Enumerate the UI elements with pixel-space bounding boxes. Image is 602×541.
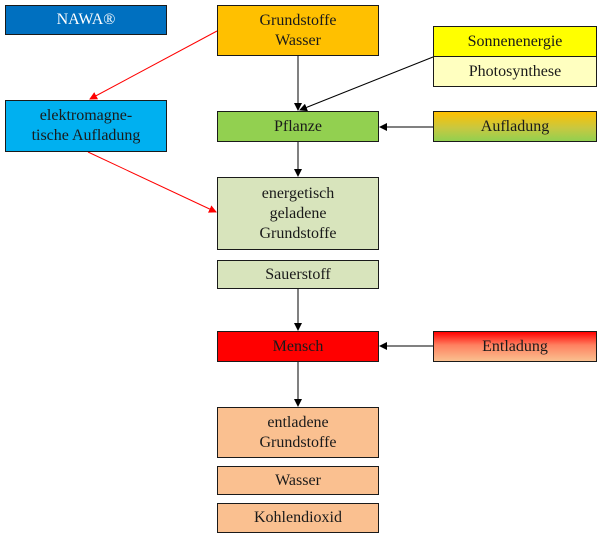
node-entladung: Entladung — [433, 331, 597, 362]
node-label: Sauerstoff — [265, 265, 331, 283]
node-label-line: energetisch — [261, 184, 335, 202]
node-wasser: Wasser — [217, 466, 379, 495]
node-entladene-grundstoffe: entladene Grundstoffe — [217, 407, 379, 458]
node-sonnenenergie: Sonnenenergie — [433, 26, 597, 57]
node-label: Wasser — [275, 471, 321, 489]
node-mensch: Mensch — [217, 331, 379, 362]
node-label-line: Grundstoffe — [259, 224, 337, 242]
node-label: Aufladung — [480, 117, 550, 135]
node-label-line: entladene — [267, 413, 329, 431]
node-label-line: Wasser — [275, 31, 321, 49]
node-label-line: Grundstoffe — [259, 11, 337, 29]
node-label: Photosynthese — [468, 62, 562, 80]
node-label-line: Grundstoffe — [259, 433, 337, 451]
node-kohlendioxid: Kohlendioxid — [217, 503, 379, 533]
node-grundstoffe-wasser: Grundstoffe Wasser — [217, 5, 379, 56]
node-photosynthese: Photosynthese — [433, 56, 597, 87]
node-label-line: geladene — [269, 204, 327, 222]
node-aufladung: Aufladung — [433, 111, 597, 142]
edge-grundstoffe-to-elektromagnetisch — [89, 30, 218, 100]
node-label-line: tische Aufladung — [31, 127, 141, 144]
node-pflanze: Pflanze — [217, 111, 379, 142]
edge-elektromagnetisch-to-energetisch — [87, 151, 217, 213]
node-label: Pflanze — [274, 117, 322, 135]
node-label: Sonnenenergie — [467, 32, 563, 50]
node-sauerstoff: Sauerstoff — [217, 260, 379, 289]
node-label: NAWA® — [56, 11, 116, 28]
node-label: Mensch — [272, 337, 324, 355]
node-elektromagnetische-aufladung: elektromagne- tische Aufladung — [5, 100, 167, 152]
node-label: Entladung — [482, 337, 548, 355]
node-energetisch-geladene-grundstoffe: energetisch geladene Grundstoffe — [217, 177, 379, 250]
node-label: Kohlendioxid — [254, 509, 342, 526]
edge-sonnenenergie-to-pflanze — [299, 56, 434, 112]
node-label-line: elektromagne- — [39, 107, 133, 124]
node-nawa: NAWA® — [5, 5, 167, 35]
